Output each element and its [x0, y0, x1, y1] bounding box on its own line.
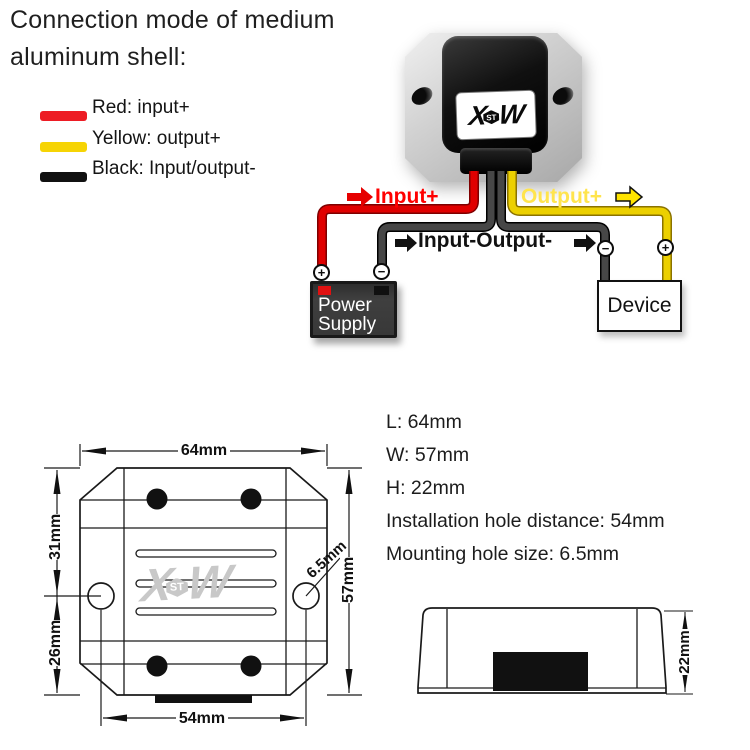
top-view-flange-lines	[80, 499, 327, 665]
vent-slot	[135, 607, 277, 616]
dim-arrow	[53, 598, 61, 622]
side-view-outline	[417, 607, 667, 694]
minus-symbol: −	[377, 264, 386, 279]
dim-label-57mm: 57mm	[340, 556, 358, 603]
dim-arrow	[301, 447, 325, 455]
power-supply-label-line2: Supply	[318, 314, 377, 335]
power-supply-negative-tab	[374, 286, 389, 295]
dim-arrow	[103, 714, 127, 722]
plus-symbol: +	[317, 265, 326, 280]
common-arrow-right-icon	[574, 234, 596, 252]
screw-dot	[240, 655, 262, 677]
device-label: Device	[607, 294, 672, 317]
input-output-minus-label: Input-Output-	[418, 229, 553, 252]
device-plus-terminal: +	[657, 239, 674, 256]
spec-height: H: 22mm	[386, 477, 466, 499]
legend-label-yellow: Yellow: output+	[92, 128, 221, 149]
device-box: Device	[597, 280, 682, 332]
brand-logo-w: W	[497, 98, 525, 130]
dim-left-lines	[44, 467, 101, 696]
spec-list: L: 64mm W: 57mm H: 22mm Installation hol…	[386, 406, 665, 571]
minus-symbol: −	[601, 241, 610, 256]
output-plus-label: Output+	[521, 185, 603, 208]
dim-arrow	[345, 669, 353, 693]
connector-bar-drawing	[155, 695, 252, 703]
spec-hole-size: Mounting hole size: 6.5mm	[386, 543, 620, 565]
power-supply-plus-terminal: +	[313, 264, 330, 281]
wire-connector-block	[460, 148, 532, 174]
input-plus-label: Input+	[375, 185, 439, 208]
spec-hole-distance: Installation hole distance: 54mm	[386, 510, 665, 532]
top-view-side-lines	[123, 468, 287, 695]
spec-length: L: 64mm	[386, 411, 462, 433]
dim-label-64mm: 64mm	[178, 442, 230, 460]
page-title-line1: Connection mode of medium	[10, 6, 335, 34]
plus-symbol: +	[661, 240, 670, 255]
dim-arrow	[53, 570, 61, 594]
dim-label-22mm: 22mm	[676, 629, 694, 675]
power-supply-box: Power Supply	[310, 281, 397, 338]
spec-width: W: 57mm	[386, 444, 470, 466]
input-arrow-icon	[347, 187, 373, 207]
top-view-outline	[79, 467, 328, 696]
dim-arrow	[682, 612, 688, 632]
screw-dot	[146, 655, 168, 677]
power-supply-minus-terminal: −	[373, 263, 390, 280]
dim-arrow	[82, 447, 106, 455]
brand-logo-st: ST	[483, 110, 499, 125]
screw-dot	[146, 488, 168, 510]
dim-label-54mm: 54mm	[176, 710, 228, 728]
dim-arrow	[345, 470, 353, 494]
dim-arrow	[682, 672, 688, 692]
dim-arrow	[53, 470, 61, 494]
device-minus-terminal: −	[597, 240, 614, 257]
dim-arrow	[280, 714, 304, 722]
vent-slot	[135, 549, 277, 558]
common-arrow-left-icon	[395, 234, 417, 252]
power-supply-label-line1: Power	[318, 295, 372, 316]
power-supply-positive-tab	[318, 286, 331, 295]
legend-label-black: Black: Input/output-	[92, 158, 256, 179]
dim-arrow	[53, 669, 61, 693]
hole-leader-line	[305, 557, 341, 597]
legend-swatch-red	[40, 111, 87, 121]
vent-slot	[135, 579, 277, 588]
dimension-drawings	[44, 444, 693, 726]
legend-swatch-yellow	[40, 142, 87, 152]
side-view-connector	[493, 652, 588, 691]
screw-dot	[240, 488, 262, 510]
output-arrow-icon	[615, 185, 644, 209]
page-title-line2: aluminum shell:	[10, 43, 187, 71]
dim-label-31mm: 31mm	[47, 513, 65, 560]
watermark-logo-w: W	[184, 554, 231, 610]
legend-swatch-black	[40, 172, 87, 182]
dim-label-26mm: 26mm	[47, 619, 65, 666]
legend-label-red: Red: input+	[92, 97, 190, 118]
